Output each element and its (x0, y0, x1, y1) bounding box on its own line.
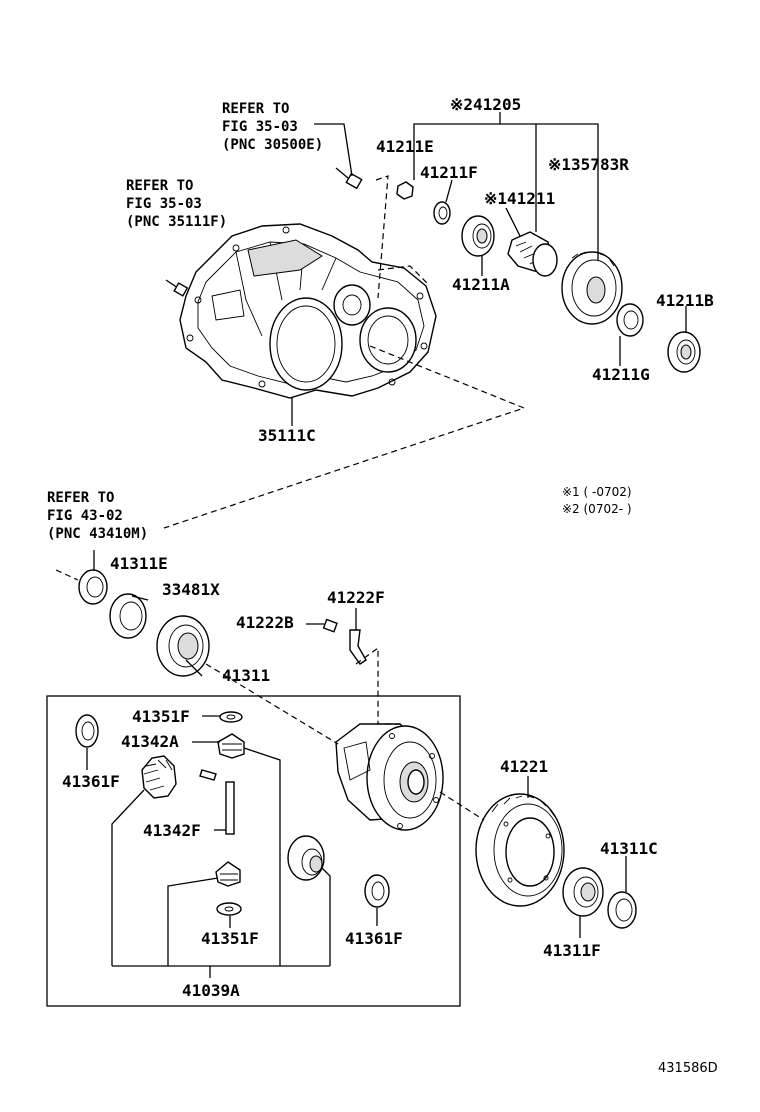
refer-line2: FIG 43-02 (47, 508, 123, 524)
bolt-30500E-illustration (335, 167, 363, 190)
bearing-race-illustration (109, 593, 147, 639)
label-41205: ※241205 (450, 95, 521, 114)
differential-kit-box (46, 695, 461, 1007)
shaft-gear-41211-illustration (507, 231, 558, 277)
refer-line2: FIG 35-03 (222, 119, 298, 135)
label-41361F-left: 41361F (62, 772, 120, 791)
side-gear-right-illustration (287, 835, 325, 881)
transaxle-housing-illustration (179, 223, 437, 399)
footnote-1: ※1 ( -0702) (562, 485, 632, 499)
label-41342F: 41342F (143, 821, 201, 840)
label-41222B: 41222B (236, 613, 294, 632)
label-41342A: 41342A (121, 732, 179, 751)
label-41211F: 41211F (420, 163, 478, 182)
ring-gear-41221-illustration (475, 793, 565, 907)
figure-id: 431586D (658, 1061, 718, 1076)
label-41211: ※141211 (484, 189, 555, 208)
label-41311E: 41311E (110, 554, 168, 573)
spacer-41211G-illustration (616, 303, 644, 337)
oil-seal-41311E-illustration (78, 569, 108, 605)
label-41211B: 41211B (656, 291, 714, 310)
label-41351F-bottom: 41351F (201, 929, 259, 948)
plate-41222F-illustration (349, 629, 367, 665)
refer-line3: (PNC 30500E) (222, 137, 323, 153)
differential-case-illustration (335, 723, 444, 831)
washer-41351F-top-illustration (219, 711, 243, 723)
bearing-41211B-illustration (667, 331, 701, 373)
pinion-41342A-illustration (217, 733, 245, 759)
label-41311C: 41311C (600, 839, 658, 858)
bearing-race-41311C-illustration (607, 891, 637, 929)
leader-lines (86, 112, 687, 978)
label-41039A: 41039A (182, 981, 240, 1000)
refer-line3: (PNC 35111F) (126, 214, 227, 230)
refer-line3: (PNC 43410M) (47, 526, 148, 542)
refer-line1: REFER TO (47, 490, 114, 506)
label-41311F: 41311F (543, 941, 601, 960)
seal-41361F-left-illustration (75, 714, 99, 748)
footnote-2: ※2 (0702- ) (562, 502, 632, 516)
spacer-41211F-illustration (433, 201, 451, 225)
label-41361F-right: 41361F (345, 929, 403, 948)
label-41211A: 41211A (452, 275, 510, 294)
label-41211E: 41211E (376, 137, 434, 156)
bolt-35111F-illustration (165, 279, 189, 297)
label-41221: 41221 (500, 757, 548, 776)
gear-35783R-illustration (561, 251, 623, 325)
refer-note-43410M: REFER TO FIG 43-02 (PNC 43410M) (47, 490, 148, 542)
pinion-lower-illustration (215, 861, 241, 887)
seal-41361F-right-illustration (364, 874, 390, 908)
refer-line1: REFER TO (222, 101, 289, 117)
bearing-33481X-illustration (156, 615, 210, 677)
refer-note-35111F: REFER TO FIG 35-03 (PNC 35111F) (126, 178, 227, 230)
pin-illustration (199, 769, 217, 781)
assembly-dashed-lines (55, 175, 526, 821)
label-41311: 41311 (222, 666, 270, 685)
refer-line2: FIG 35-03 (126, 196, 202, 212)
bearing-41211A-illustration (461, 215, 495, 257)
label-35783R: ※135783R (548, 155, 629, 174)
label-35111C: 35111C (258, 426, 316, 445)
label-41351F-top: 41351F (132, 707, 190, 726)
nut-41211E-illustration (396, 181, 414, 200)
bearing-41311F-illustration (562, 867, 604, 917)
washer-41351F-bottom-illustration (216, 902, 242, 916)
label-33481X: 33481X (162, 580, 220, 599)
side-gear-left-illustration (141, 755, 177, 799)
label-41222F: 41222F (327, 588, 385, 607)
shaft-41342F-illustration (225, 781, 235, 835)
label-41211G: 41211G (592, 365, 650, 384)
refer-note-30500E: REFER TO FIG 35-03 (PNC 30500E) (222, 101, 323, 153)
bolt-41222B-illustration (322, 618, 338, 633)
refer-line1: REFER TO (126, 178, 193, 194)
